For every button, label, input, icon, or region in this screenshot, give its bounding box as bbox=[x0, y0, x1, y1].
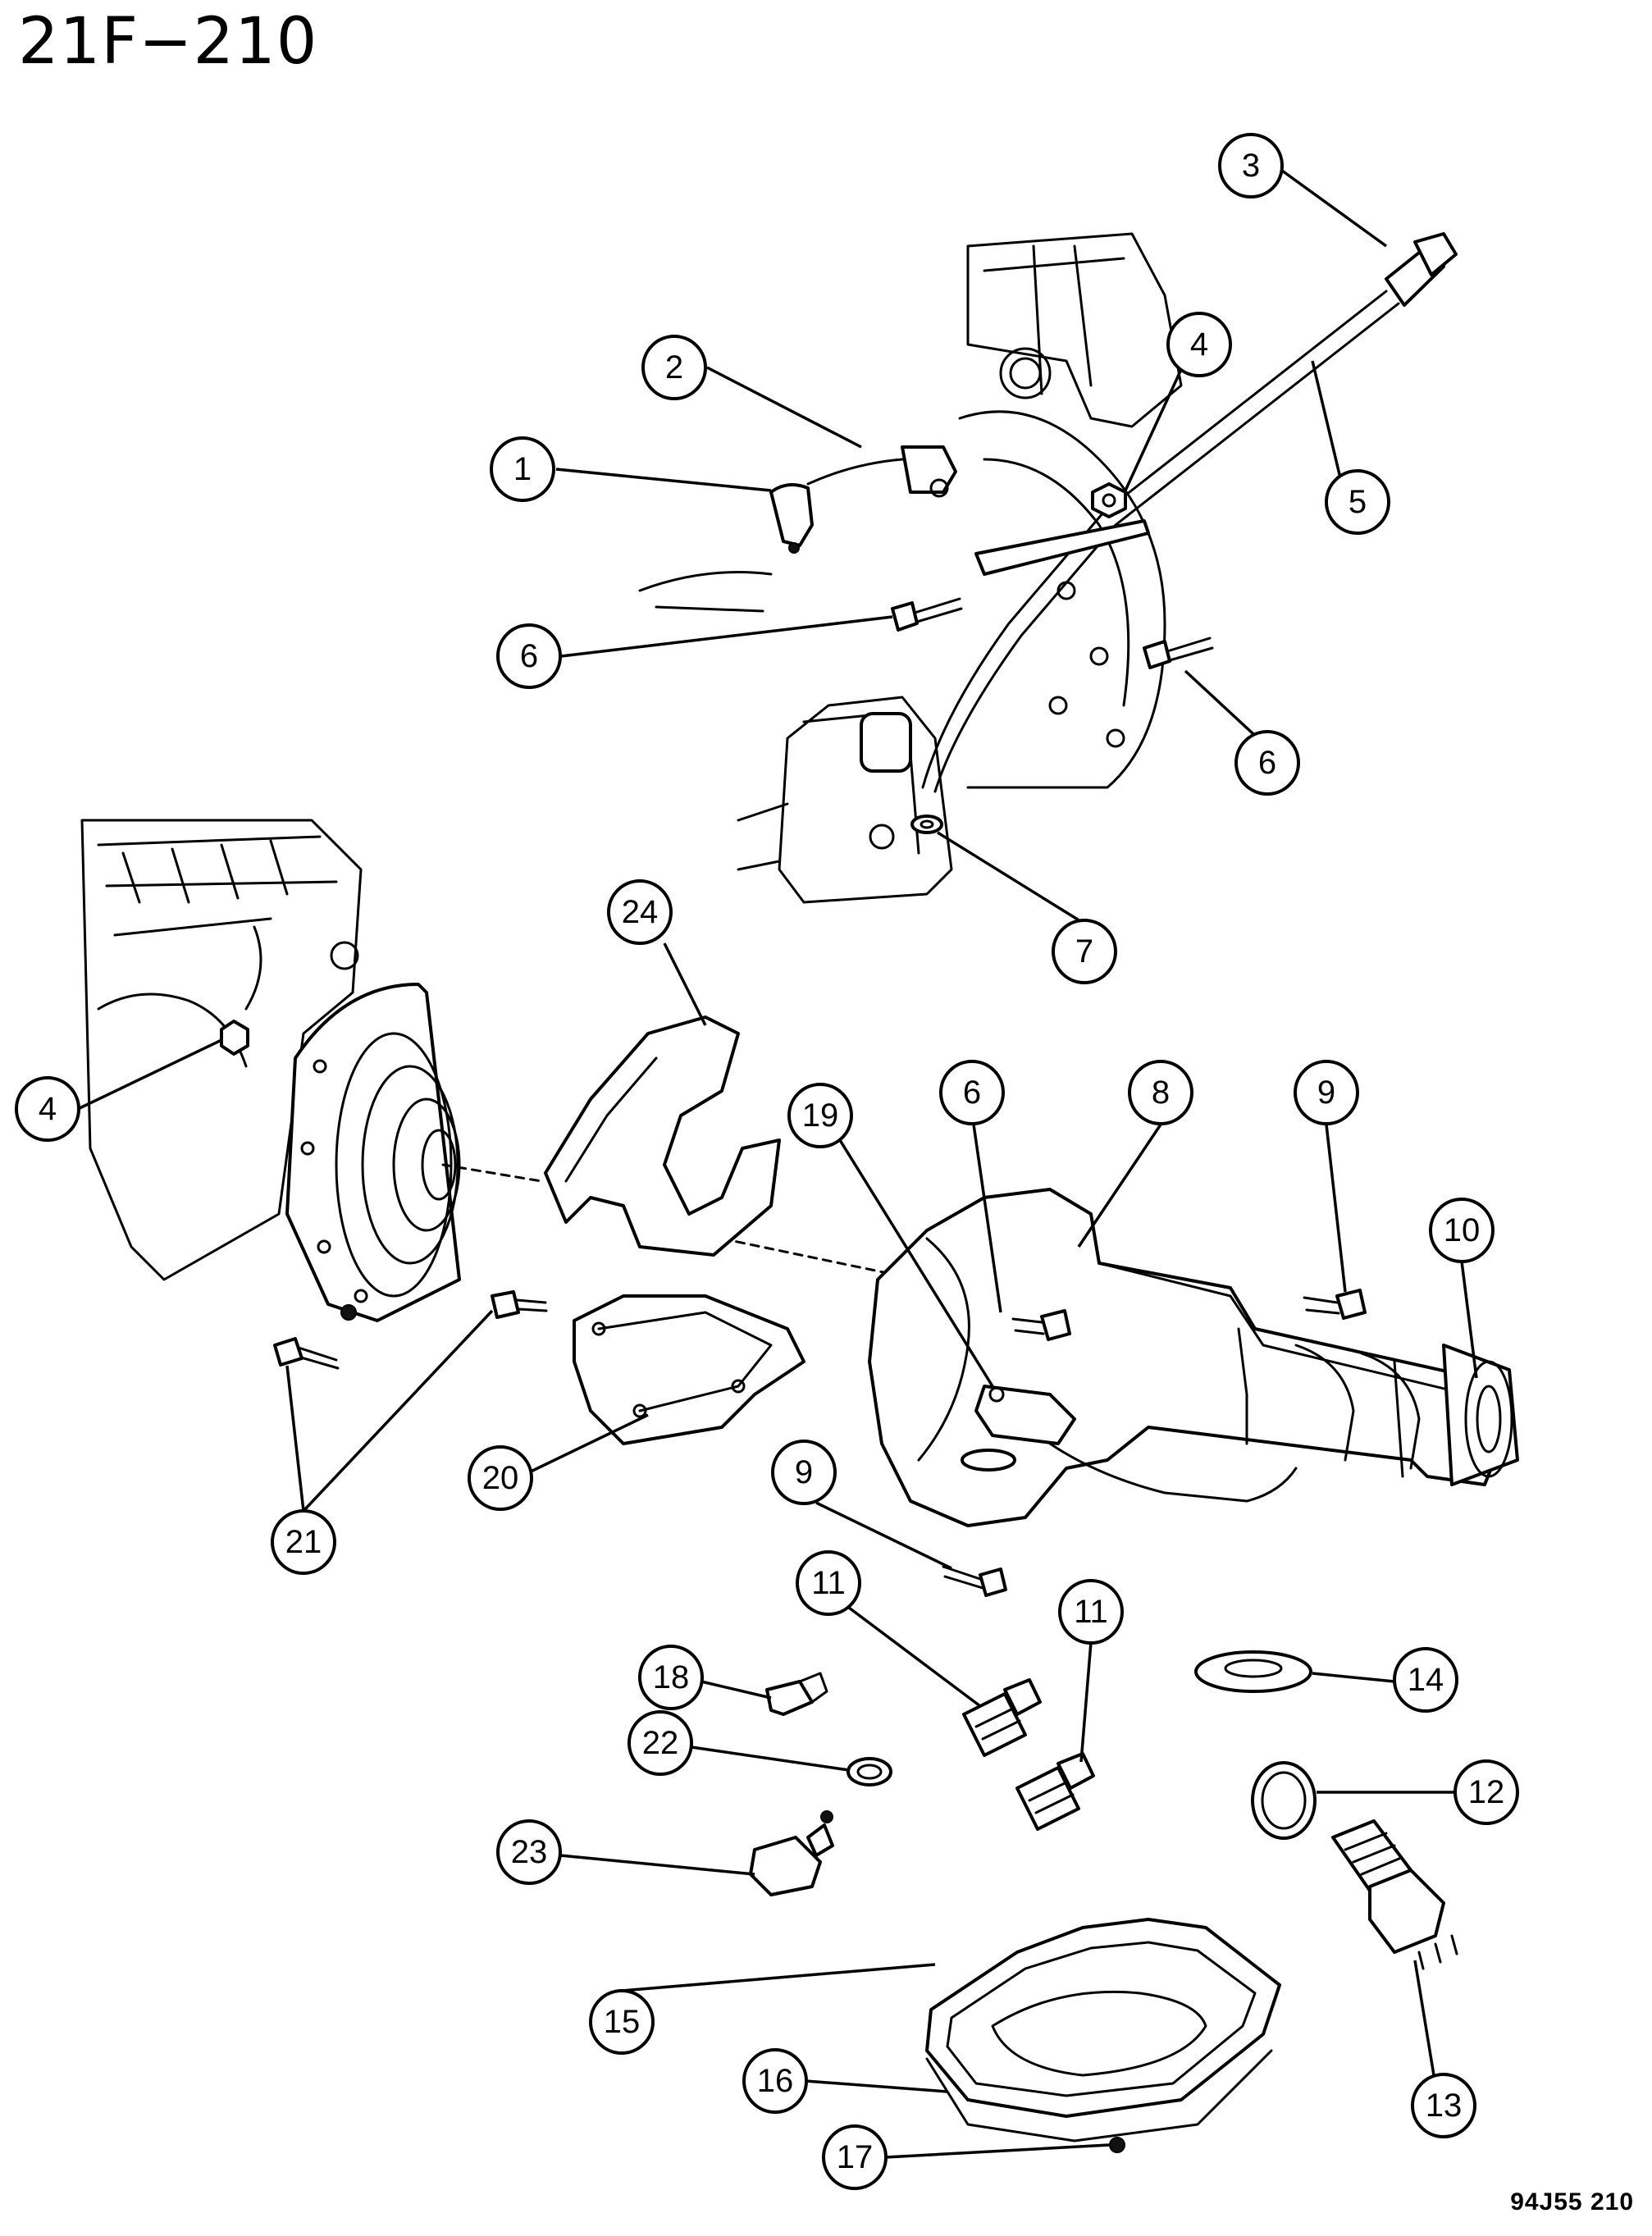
figure-code: 94J55 210 bbox=[1510, 2188, 1634, 2215]
svg-text:18: 18 bbox=[653, 1659, 690, 1695]
callout-17: 17 bbox=[822, 2124, 888, 2190]
svg-text:6: 6 bbox=[520, 638, 538, 674]
callout-19: 19 bbox=[787, 1083, 853, 1148]
callout-6-left: 6 bbox=[496, 623, 562, 689]
callout-12: 12 bbox=[1453, 1759, 1519, 1825]
callout-6-right: 6 bbox=[1234, 730, 1300, 796]
callout-18: 18 bbox=[638, 1645, 704, 1710]
callout-14: 14 bbox=[1393, 1647, 1458, 1713]
svg-text:8: 8 bbox=[1152, 1075, 1170, 1111]
svg-text:15: 15 bbox=[604, 2004, 641, 2040]
svg-text:4: 4 bbox=[39, 1091, 57, 1127]
svg-text:20: 20 bbox=[482, 1460, 519, 1496]
svg-text:1: 1 bbox=[513, 451, 532, 487]
svg-text:6: 6 bbox=[963, 1075, 981, 1111]
svg-text:12: 12 bbox=[1468, 1774, 1505, 1810]
svg-text:11: 11 bbox=[811, 1565, 846, 1601]
svg-text:21: 21 bbox=[285, 1524, 322, 1560]
svg-text:19: 19 bbox=[802, 1097, 839, 1134]
callout-9-upper: 9 bbox=[1294, 1060, 1359, 1125]
loose-parts bbox=[749, 1650, 1458, 2153]
callout-16: 16 bbox=[742, 2048, 808, 2114]
svg-text:4: 4 bbox=[1190, 326, 1208, 363]
callout-6-case: 6 bbox=[939, 1060, 1005, 1125]
callout-24: 24 bbox=[607, 879, 673, 945]
callout-20: 20 bbox=[468, 1445, 533, 1511]
svg-text:16: 16 bbox=[757, 2063, 794, 2099]
svg-text:10: 10 bbox=[1444, 1212, 1481, 1248]
callout-11-right: 11 bbox=[1058, 1579, 1124, 1645]
callout-22: 22 bbox=[627, 1710, 693, 1776]
callout-13: 13 bbox=[1411, 2073, 1476, 2138]
svg-text:5: 5 bbox=[1349, 484, 1367, 520]
svg-text:13: 13 bbox=[1426, 2088, 1463, 2124]
svg-text:23: 23 bbox=[511, 1834, 548, 1870]
callout-3: 3 bbox=[1218, 133, 1284, 199]
svg-text:17: 17 bbox=[837, 2139, 874, 2175]
svg-text:14: 14 bbox=[1408, 1662, 1444, 1698]
svg-text:11: 11 bbox=[1074, 1594, 1108, 1630]
svg-text:6: 6 bbox=[1258, 745, 1276, 781]
svg-text:3: 3 bbox=[1242, 148, 1260, 184]
upper-case-assembly bbox=[638, 232, 1458, 904]
callout-1: 1 bbox=[490, 436, 555, 502]
callout-10: 10 bbox=[1429, 1198, 1495, 1263]
svg-text:7: 7 bbox=[1075, 933, 1093, 970]
callout-21: 21 bbox=[271, 1509, 336, 1575]
svg-text:2: 2 bbox=[665, 349, 683, 386]
callout-11-left: 11 bbox=[796, 1550, 861, 1616]
callout-4-upper: 4 bbox=[1166, 312, 1232, 377]
callout-2: 2 bbox=[641, 335, 707, 400]
callout-4-lower: 4 bbox=[15, 1076, 80, 1142]
callout-8: 8 bbox=[1128, 1060, 1193, 1125]
engine-and-transmission bbox=[80, 819, 1519, 1597]
page-title: 21F−210 bbox=[18, 5, 318, 79]
svg-text:9: 9 bbox=[1317, 1075, 1335, 1111]
callout-15: 15 bbox=[589, 1989, 655, 2055]
callout-23: 23 bbox=[496, 1819, 562, 1885]
callout-7: 7 bbox=[1052, 919, 1117, 984]
svg-text:22: 22 bbox=[642, 1725, 679, 1761]
callout-9-lower: 9 bbox=[771, 1440, 837, 1505]
svg-text:9: 9 bbox=[795, 1454, 813, 1490]
callouts: 1 2 3 4 5 6 6 7 24 4 6 8 9 10 19 20 21 9… bbox=[15, 133, 1519, 2190]
svg-text:24: 24 bbox=[622, 894, 659, 930]
callout-5: 5 bbox=[1325, 469, 1390, 535]
